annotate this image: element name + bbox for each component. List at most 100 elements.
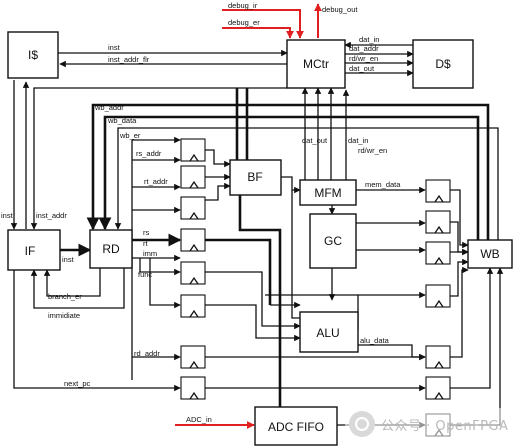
- block-mctr: [286, 39, 346, 89]
- label-rd-wr-en: rd/wr_en: [349, 54, 378, 63]
- block-ds: [412, 39, 474, 89]
- label-rs-addr: rs_addr: [136, 149, 162, 158]
- label-branch-er: branch_er: [48, 292, 82, 301]
- wires: [10, 3, 504, 429]
- block-ds-label: D$: [435, 57, 451, 71]
- label-alu-data: alu_data: [360, 336, 390, 345]
- block-wb: [467, 239, 513, 269]
- label-inst-addr-flr: inst_addr_flr: [108, 55, 150, 64]
- label-func: func: [138, 270, 152, 279]
- wire-r2e-wb: [450, 266, 469, 358]
- label-inst-top: inst: [108, 43, 121, 52]
- label-imm: imm: [143, 249, 157, 258]
- block-is-label: I$: [28, 48, 38, 62]
- block-adc-fifo-label: ADC FIFO: [268, 420, 324, 434]
- block-gc-label: GC: [324, 234, 342, 248]
- pipeline-register: [425, 284, 451, 308]
- block-rd: [89, 229, 133, 269]
- wire-reg3-bf: [205, 182, 231, 201]
- label-dat-out-top: dat_out: [349, 64, 375, 73]
- wire-mctr-to-if: [30, 87, 287, 230]
- wire-r2a-wb: [450, 189, 469, 249]
- blocks: I$ MCtr D$ IF RD BF MFM GC ALU WB ADC FI…: [7, 31, 513, 446]
- label-dat-in-mid: dat_in: [348, 136, 368, 145]
- label-rd-addr: rd_addr: [134, 349, 160, 358]
- pipeline-register: [180, 345, 206, 369]
- wire-bf-adc: [238, 195, 287, 422]
- block-alu-label: ALU: [316, 326, 339, 340]
- block-mfm-label: MFM: [314, 186, 341, 200]
- wire-debug-ir: [222, 9, 304, 39]
- block-mfm: [299, 179, 357, 206]
- block-if: [7, 229, 61, 271]
- block-mctr-label: MCtr: [303, 57, 329, 71]
- block-alu: [299, 311, 359, 353]
- wire-wb-er: [114, 127, 499, 240]
- pipeline-register: [425, 345, 451, 369]
- label-wb-er: wb_er: [119, 131, 141, 140]
- label-inst-if-rd: inst: [62, 255, 75, 264]
- label-dat-addr: dat_addr: [349, 44, 379, 53]
- pipeline-register: [425, 210, 451, 234]
- label-debug-er: debug_er: [228, 18, 260, 27]
- label-adc-in: ADC_in: [186, 415, 212, 424]
- label-rt: rt: [143, 239, 148, 248]
- pipeline-register: [180, 228, 206, 252]
- wire-reg6-alu: [205, 304, 301, 342]
- wire-bf-mfm: [281, 176, 301, 194]
- wire-wb-data: [98, 115, 480, 240]
- block-rd-label: RD: [102, 242, 120, 256]
- wire-reg4-alu: [205, 238, 272, 305]
- label-debug-ir: debug_ir: [228, 1, 258, 10]
- label-mem-data: mem_data: [365, 180, 401, 189]
- pipeline-register: [180, 294, 206, 318]
- wire-alu-reg: [357, 291, 426, 330]
- wire-wb-addr: [86, 103, 490, 240]
- block-if-label: IF: [25, 244, 36, 258]
- wire-branch-er: [43, 268, 101, 297]
- wire-immidiate: [30, 268, 125, 309]
- wire-debug-er: [222, 27, 294, 39]
- label-inst-addr-left: inst_addr: [36, 211, 67, 220]
- label-debug-out: debug_out: [322, 5, 358, 14]
- block-is: [7, 31, 59, 79]
- block-bf: [229, 159, 282, 196]
- label-dat-in-top: dat_in: [359, 35, 379, 44]
- wire-r2d-wb: [450, 258, 469, 297]
- pipeline-register: [425, 241, 451, 265]
- pipeline-register: [180, 376, 206, 400]
- watermark-text: 公众号 · OpenFPGA: [381, 418, 509, 434]
- wire-bf-alu: [291, 190, 300, 319]
- label-rs: rs: [143, 228, 149, 237]
- block-adc-fifo: [254, 406, 338, 446]
- pipeline-registers: [180, 138, 451, 437]
- label-rt-addr: rt_addr: [144, 177, 168, 186]
- label-dat-out-mid: dat_out: [302, 136, 328, 145]
- pipeline-register: [425, 376, 451, 400]
- block-bf-label: BF: [247, 170, 262, 184]
- wire-func-2: [149, 258, 181, 309]
- pipeline-register: [180, 261, 206, 285]
- watermark: 公众号 · OpenFPGA: [345, 408, 510, 440]
- block-wb-label: WB: [480, 247, 499, 261]
- wire-next-pc-wb: [450, 267, 494, 389]
- wire-reg5-alu: [205, 271, 301, 330]
- pipeline-register: [425, 179, 451, 203]
- wire-alu-data: [358, 344, 426, 361]
- wire-r2b-wb: [450, 221, 469, 256]
- signal-labels: debug_ir debug_er debug_out inst inst_ad…: [1, 1, 401, 424]
- label-wb-addr: wb_addr: [94, 103, 124, 112]
- wechat-logo-icon: [349, 411, 375, 437]
- wire-func: [139, 258, 181, 276]
- wire-next-pc: [13, 270, 181, 392]
- wire-reg1-bf: [205, 149, 231, 168]
- pipeline-register: [180, 138, 206, 162]
- label-next-pc: next_pc: [64, 379, 91, 388]
- block-gc: [309, 213, 357, 269]
- label-wb-data: wb_data: [107, 116, 137, 125]
- label-inst-left: inst: [1, 211, 14, 220]
- pipeline-register: [180, 196, 206, 220]
- pipeline-register: [180, 165, 206, 189]
- label-immidiate: immidiate: [48, 311, 80, 320]
